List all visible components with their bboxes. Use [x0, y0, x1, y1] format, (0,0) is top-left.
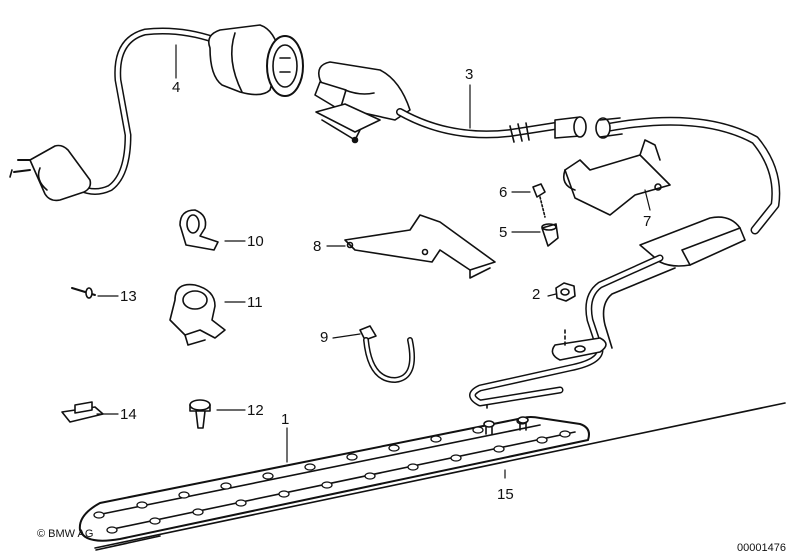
part-4-mains-cable: [9, 24, 304, 202]
part-8-support-plate: [344, 214, 496, 279]
label-part-13: 13: [120, 288, 137, 305]
label-part-9: 9: [320, 329, 329, 346]
label-part-5: 5: [499, 224, 508, 241]
label-part-11: 11: [247, 294, 263, 311]
label-part-12: 12: [247, 402, 264, 419]
figure-number: 00001476: [737, 542, 786, 554]
label-part-1: 1: [281, 411, 290, 428]
label-part-6: 6: [499, 184, 508, 201]
part-10-clip: [179, 209, 219, 251]
part-5-grommet: [541, 223, 559, 247]
label-part-15: 15: [497, 486, 514, 503]
leader-lines: [96, 44, 651, 479]
heater-element-cable: [469, 116, 781, 407]
part-12-screw: [189, 399, 211, 429]
label-part-8: 8: [313, 238, 322, 255]
label-part-4: 4: [172, 79, 181, 96]
part-9-cable-tie: [359, 325, 416, 383]
part-1-heating-strip: [78, 416, 590, 542]
part-15-floor-panel: [94, 399, 786, 551]
label-part-10: 10: [247, 233, 264, 250]
part-6-screw: [532, 183, 546, 218]
label-part-14: 14: [120, 406, 137, 423]
label-part-2: 2: [532, 286, 541, 303]
part-13-pin: [71, 287, 96, 299]
copyright-notice: © BMW AG: [37, 528, 94, 540]
part-7-bracket: [562, 139, 671, 216]
part-11-clamp: [169, 283, 226, 346]
label-part-3: 3: [465, 66, 474, 83]
part-2-nut: [555, 282, 576, 302]
label-part-7: 7: [643, 213, 652, 230]
part-3-connection-cable: [314, 61, 587, 144]
part-14-speed-nut: [61, 401, 104, 423]
